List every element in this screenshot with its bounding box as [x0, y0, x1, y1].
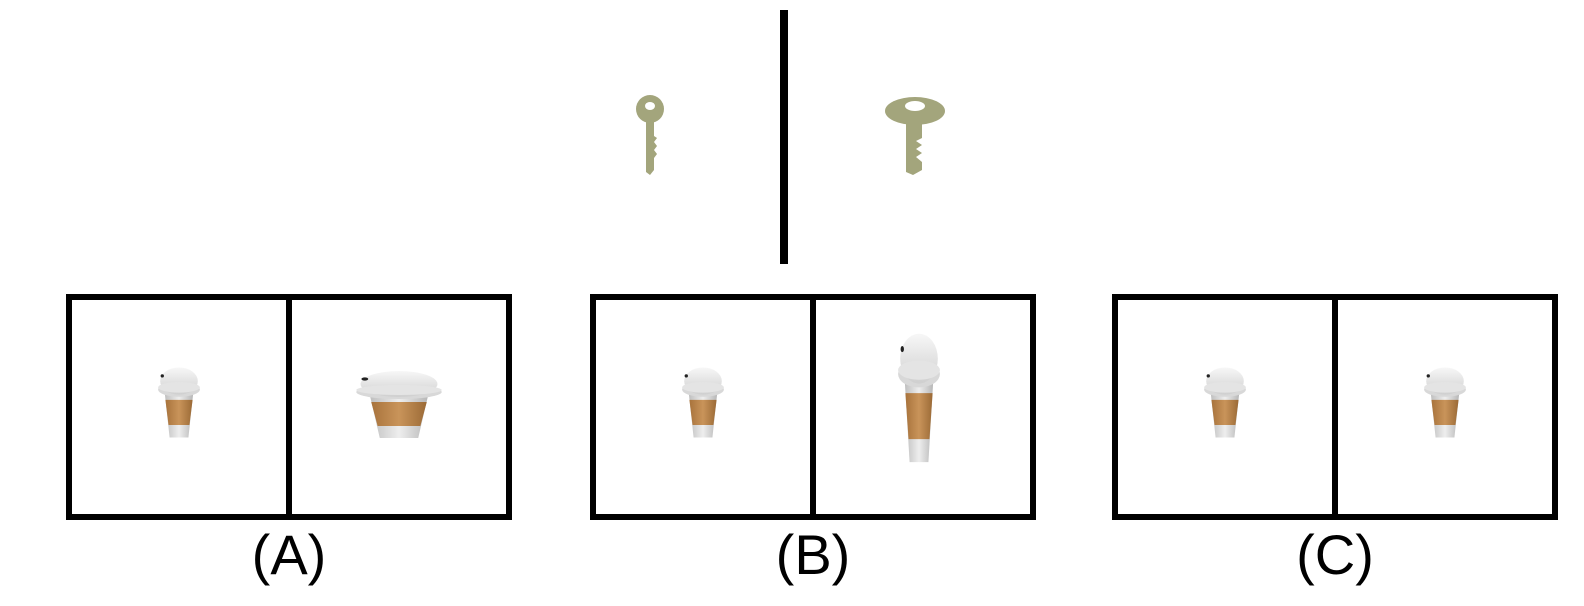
panel-divider [1332, 294, 1338, 520]
coffee-cup-icon [1424, 367, 1466, 438]
key-icon [636, 95, 664, 175]
key-icon [885, 97, 945, 175]
coffee-cup-icon [898, 333, 940, 463]
coffee-cup-icon [158, 367, 200, 438]
option-label: (A) [251, 523, 327, 586]
panel-divider [810, 294, 816, 520]
option-label: (B) [775, 523, 851, 586]
coffee-cup-icon [1204, 367, 1246, 438]
option-c[interactable] [1112, 294, 1558, 520]
coffee-cup-icon [682, 367, 724, 438]
example-divider [780, 10, 788, 264]
option-b[interactable] [590, 294, 1036, 520]
option-a[interactable] [66, 294, 512, 520]
option-label: (C) [1296, 523, 1374, 586]
panel-divider [286, 294, 292, 520]
coffee-cup-icon [356, 371, 442, 438]
